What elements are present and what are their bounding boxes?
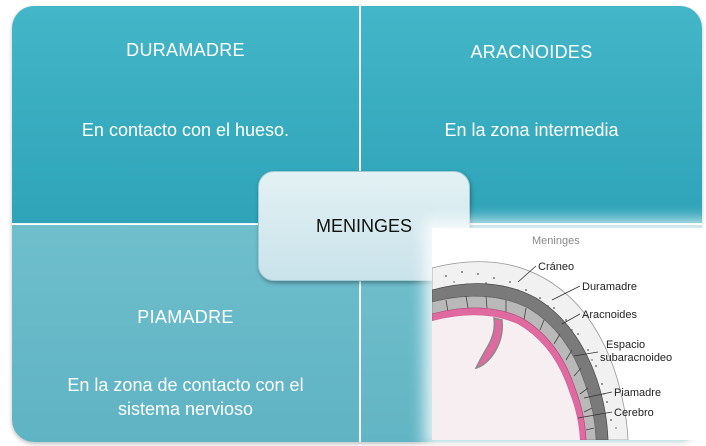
meninges-illustration: Meninges Cráneo Duramadre Aracnoides Esp… [431,228,706,441]
aracnoides-title: ARACNOIDES [470,42,593,62]
label-cerebro: Cerebro [614,407,654,419]
craneo-dots [445,271,617,429]
label-piamadre: Piamadre [614,387,661,399]
subarachnoid-trabeculae [445,295,595,431]
center-label: MENINGES [315,215,412,236]
cerebro-tissue [432,315,580,440]
duramadre-description: En contacto con el hueso. [81,120,290,140]
label-craneo: Cráneo [538,261,574,273]
piamadre-description: En la zona de contacto con el sistema ne… [67,375,304,419]
leader-lines [517,265,613,419]
meninges-cross-section: Meninges Cráneo Duramadre Aracnoides Esp… [431,235,672,441]
label-espacio: Espacio [606,339,645,351]
quadrant-duramadre: DURAMADRE En contacto con el hueso. [12,6,360,224]
figure-title: Meninges [532,235,580,247]
duramadre-title: DURAMADRE [126,40,245,60]
label-aracnoides: Aracnoides [582,309,638,321]
piamadre-title: PIAMADRE [137,307,234,327]
aracnoides-description: En la zona intermedia [444,120,619,140]
sulcus-fold [474,317,504,370]
label-duramadre: Duramadre [582,281,637,293]
label-subaracnoideo: subaracnoideo [600,352,672,364]
center-node: MENINGES [258,171,470,281]
